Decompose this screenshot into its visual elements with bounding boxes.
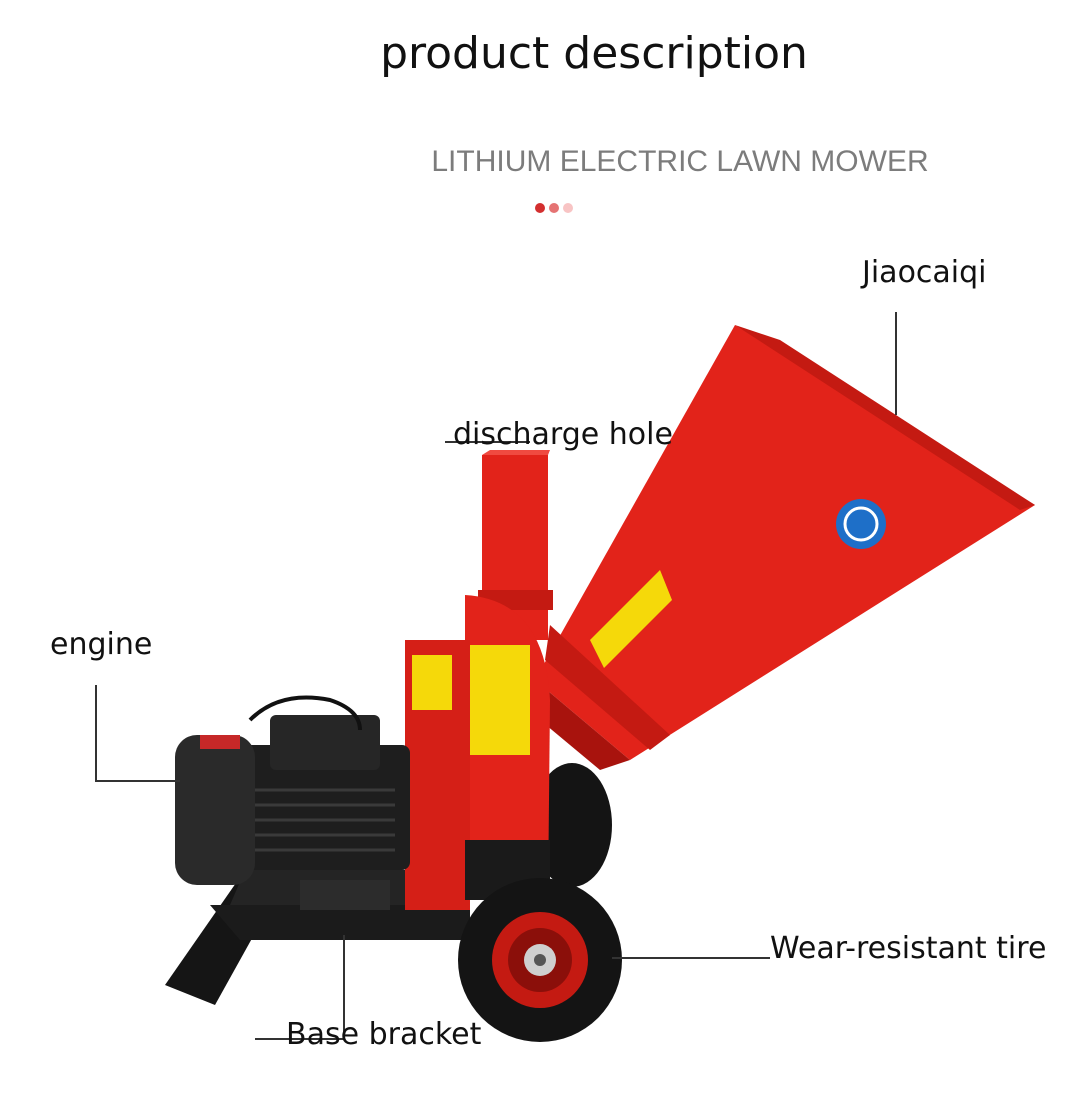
page-subtitle: LITHIUM ELECTRIC LAWN MOWER [431, 145, 929, 178]
callout-base-bracket: Base bracket [286, 1017, 482, 1052]
page-title: product description [380, 28, 808, 79]
decorative-dots [535, 203, 573, 213]
callout-wear-resistant-tire: Wear-resistant tire [770, 931, 1047, 966]
engine-leader-line-horizontal [95, 780, 180, 782]
base-leader-line-vertical [343, 935, 345, 1040]
main-housing [405, 595, 550, 910]
jiaocaiqi-leader-line [895, 312, 897, 415]
hopper [535, 325, 1035, 770]
callout-discharge-hole: discharge hole [453, 417, 673, 452]
dot-1 [535, 203, 545, 213]
discharge-leader-line [445, 441, 530, 443]
callout-jiaocaiqi: Jiaocaiqi [862, 255, 987, 290]
electric-motor [175, 695, 410, 885]
callout-engine: engine [50, 627, 153, 662]
rear-wheel [532, 763, 612, 887]
tire-leader-line [612, 957, 770, 959]
base-bracket-frame [165, 870, 470, 1005]
base-leader-line-horizontal [255, 1038, 345, 1040]
dot-3 [563, 203, 573, 213]
dot-2 [549, 203, 559, 213]
front-wheel [458, 878, 622, 1042]
engine-leader-line-vertical [95, 685, 97, 781]
